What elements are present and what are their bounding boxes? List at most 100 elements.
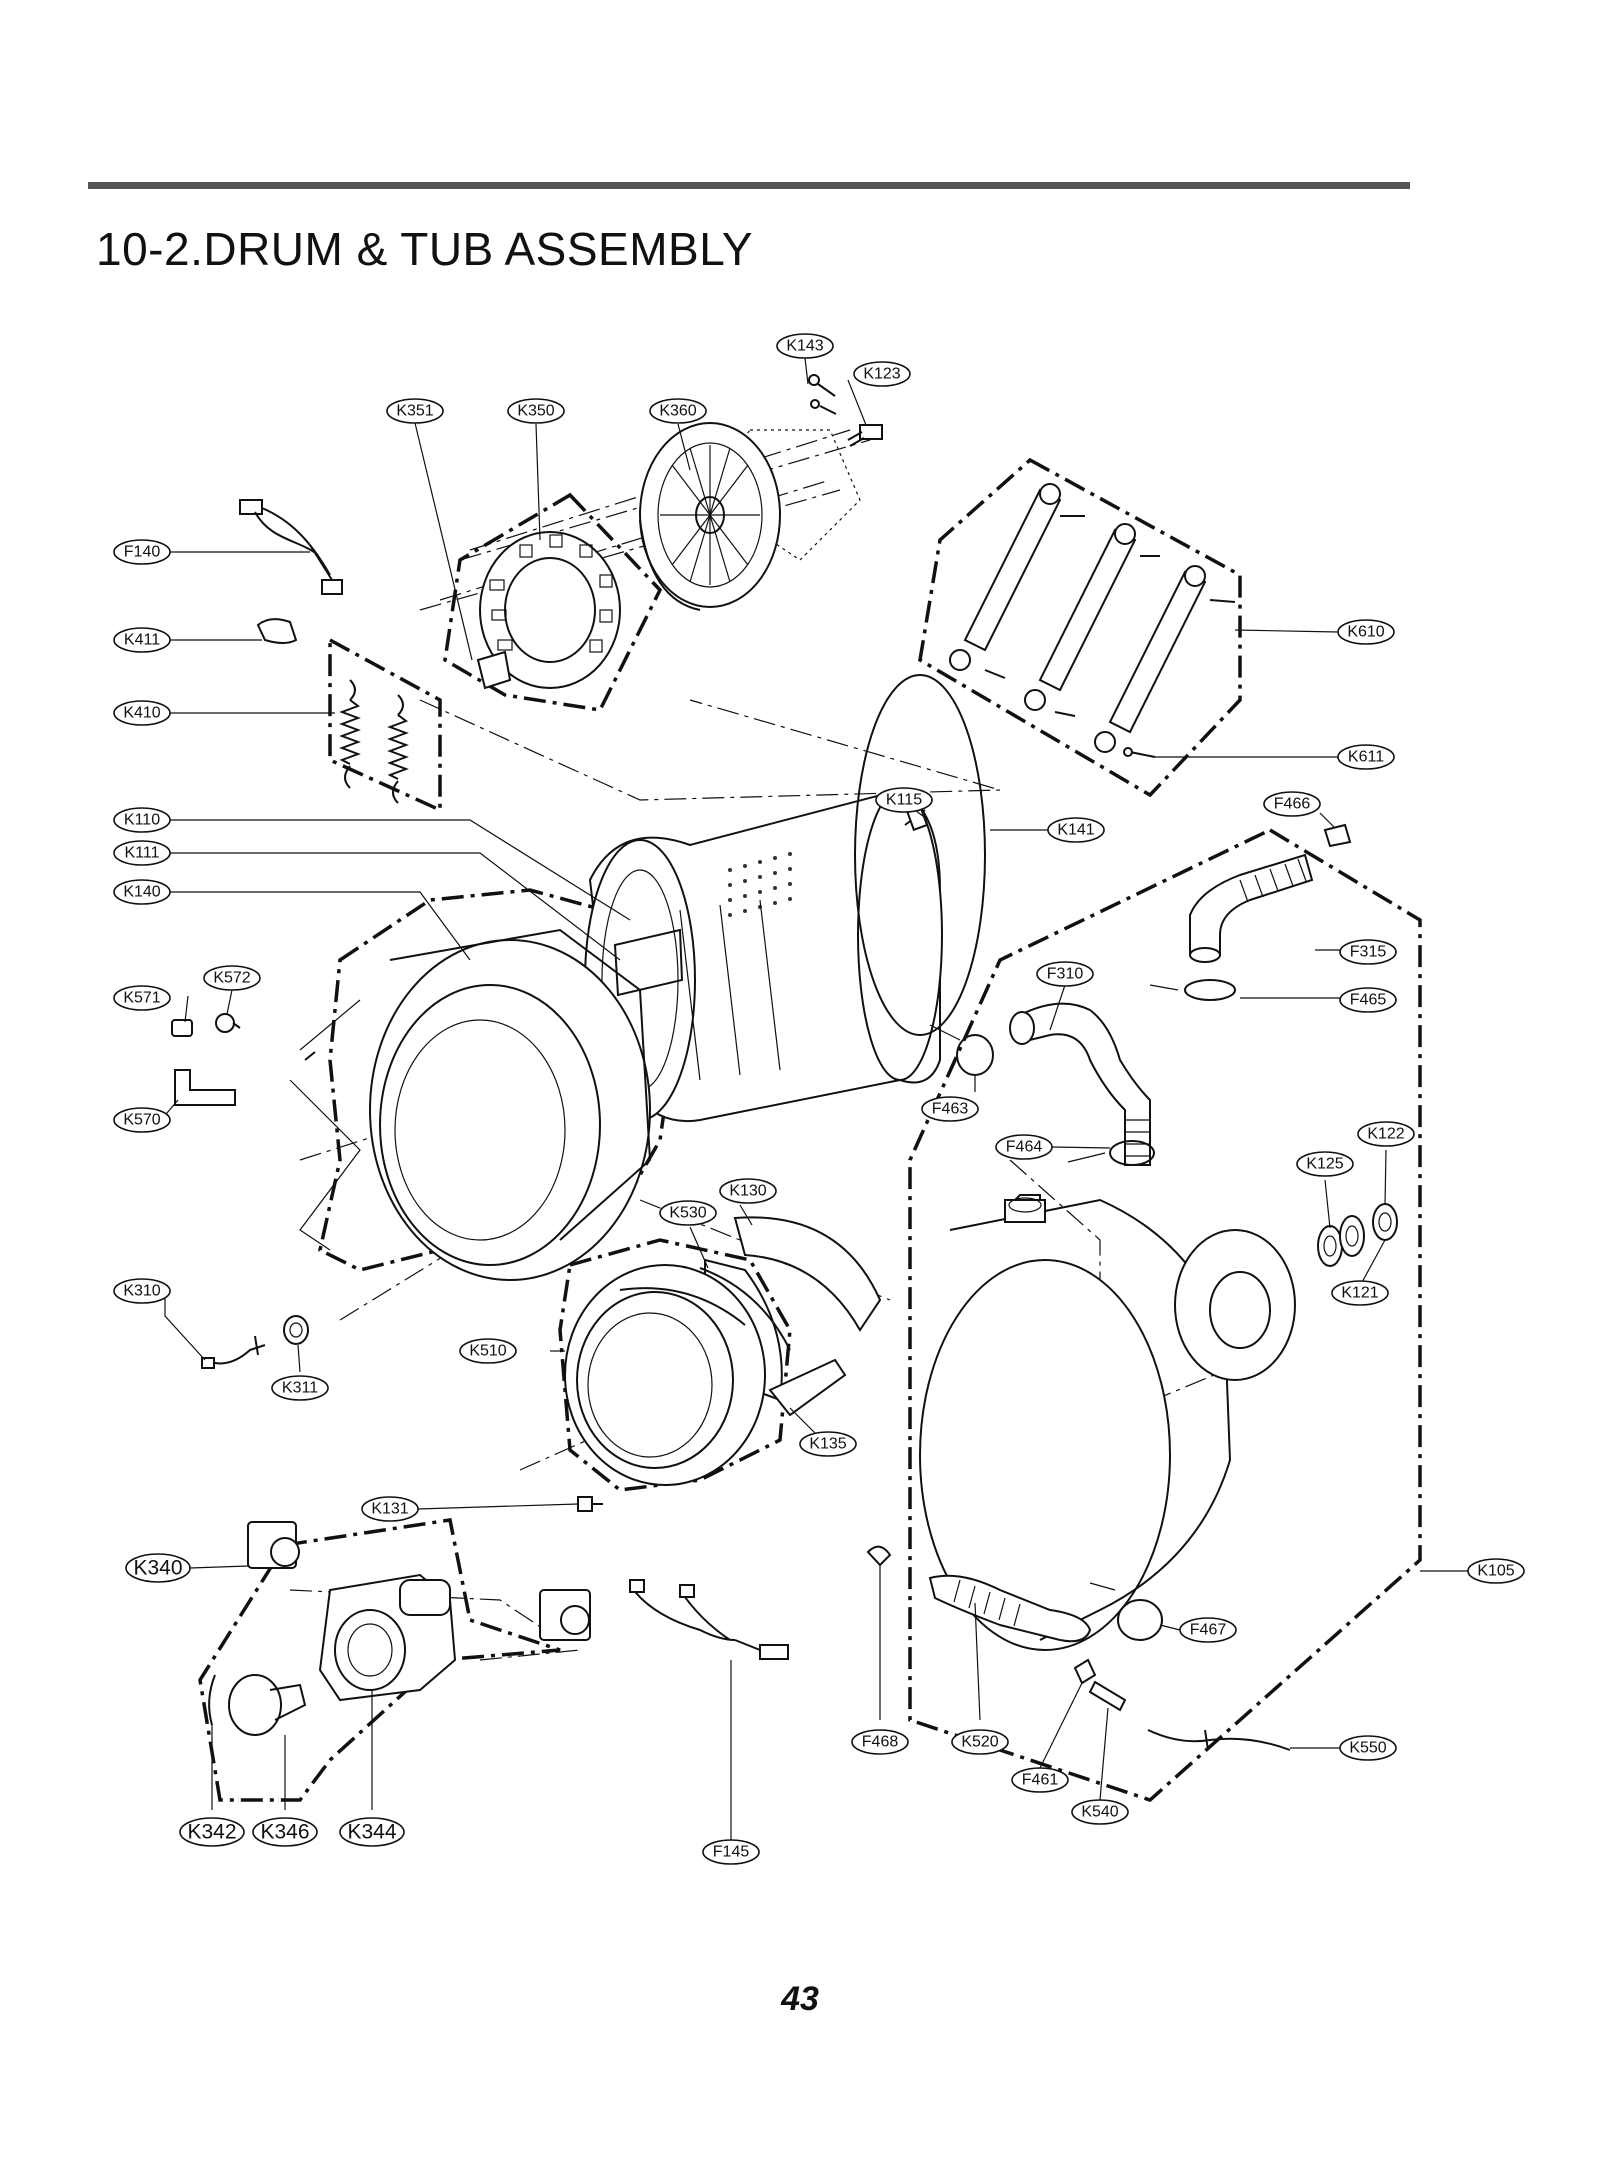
clip-f468 xyxy=(866,1545,892,1567)
svg-text:K143: K143 xyxy=(786,338,823,355)
svg-text:K340: K340 xyxy=(133,1557,182,1580)
label-k123: K123 xyxy=(853,361,911,387)
clamp-f467 xyxy=(1089,1582,1163,1641)
label-k121: K121 xyxy=(1331,1280,1389,1306)
balancer-k130 xyxy=(733,1216,882,1332)
clamp-f463 xyxy=(929,1024,994,1076)
label-k115: K115 xyxy=(875,787,933,813)
bearing-k125 xyxy=(1317,1225,1343,1267)
svg-text:K125: K125 xyxy=(1306,1156,1343,1173)
label-k125: K125 xyxy=(1296,1151,1354,1177)
svg-text:K115: K115 xyxy=(886,792,922,809)
clip-f466 xyxy=(1323,823,1352,848)
part-k540 xyxy=(1088,1680,1127,1712)
svg-text:F145: F145 xyxy=(713,1844,750,1861)
label-k570: K570 xyxy=(113,1107,171,1133)
svg-text:K105: K105 xyxy=(1477,1563,1514,1580)
pump-group-outline xyxy=(198,1518,561,1802)
screw-front xyxy=(304,1051,316,1061)
svg-text:F310: F310 xyxy=(1047,966,1084,983)
label-k571: K571 xyxy=(113,985,171,1011)
svg-text:K310: K310 xyxy=(123,1283,160,1300)
page-title: 10-2.DRUM & TUB ASSEMBLY xyxy=(96,223,754,275)
label-k572: K572 xyxy=(203,965,261,991)
harness-f140 xyxy=(239,499,343,595)
label-f310: F310 xyxy=(1036,961,1094,987)
hose-f315 xyxy=(1189,853,1314,963)
clip-k411 xyxy=(256,618,298,644)
svg-text:F461: F461 xyxy=(1022,1772,1059,1789)
svg-text:K360: K360 xyxy=(659,403,696,420)
label-k530: K530 xyxy=(659,1200,717,1226)
svg-text:K540: K540 xyxy=(1081,1804,1118,1821)
front-tub-k140 xyxy=(289,928,652,1281)
drum-k110 xyxy=(584,788,943,1123)
bearing-k121 xyxy=(1372,1203,1398,1241)
spring-k530 xyxy=(699,1267,791,1351)
hose-k520 xyxy=(928,1574,1092,1643)
svg-text:K135: K135 xyxy=(809,1436,846,1453)
svg-text:K411: K411 xyxy=(124,632,160,649)
label-k140: K140 xyxy=(113,879,171,905)
svg-text:K510: K510 xyxy=(469,1343,506,1360)
label-f315: F315 xyxy=(1339,939,1397,965)
label-k350: K350 xyxy=(507,398,565,424)
svg-text:K520: K520 xyxy=(961,1734,998,1751)
svg-text:K141: K141 xyxy=(1057,822,1094,839)
label-k346: K346 xyxy=(252,1817,318,1847)
label-k342: K342 xyxy=(179,1817,245,1847)
label-f464: F464 xyxy=(995,1134,1053,1160)
sensor-k310 xyxy=(201,1335,266,1369)
clamp-k572 xyxy=(215,1013,241,1033)
svg-text:F464: F464 xyxy=(1006,1139,1043,1156)
clamp-f464 xyxy=(1067,1140,1155,1166)
stator-k350 xyxy=(479,531,621,689)
balancer-lower xyxy=(768,1358,847,1417)
label-f467: F467 xyxy=(1179,1617,1237,1643)
label-k510: K510 xyxy=(459,1338,517,1364)
cap-k342 xyxy=(208,1674,216,1726)
pump-housing-k344 xyxy=(318,1573,457,1702)
clamp-f465 xyxy=(1149,979,1236,1001)
svg-text:F467: F467 xyxy=(1190,1622,1227,1639)
screw-k131 xyxy=(577,1496,603,1512)
svg-text:K122: K122 xyxy=(1367,1126,1404,1143)
label-k360: K360 xyxy=(649,398,707,424)
svg-text:F468: F468 xyxy=(862,1734,899,1751)
label-k351: K351 xyxy=(386,398,444,424)
rear-tub-k105 xyxy=(919,1194,1296,1651)
filter-k346 xyxy=(228,1674,307,1736)
rotor-k360 xyxy=(639,422,781,611)
svg-text:K342: K342 xyxy=(187,1821,236,1844)
hose-f310 xyxy=(1009,1002,1151,1166)
svg-text:F465: F465 xyxy=(1350,992,1387,1009)
pump-motor-k340 xyxy=(247,1521,300,1569)
label-k540: K540 xyxy=(1071,1799,1129,1825)
svg-text:K346: K346 xyxy=(260,1821,309,1844)
svg-text:K121: K121 xyxy=(1341,1285,1378,1302)
door-gasket-k510 xyxy=(564,1264,766,1486)
page-number: 43 xyxy=(781,1980,819,2018)
part-f461 xyxy=(1073,1658,1097,1685)
svg-text:K311: K311 xyxy=(282,1380,318,1397)
label-k122: K122 xyxy=(1357,1121,1415,1147)
svg-text:K351: K351 xyxy=(396,403,433,420)
svg-text:K570: K570 xyxy=(123,1112,160,1129)
label-k340: K340 xyxy=(125,1553,191,1583)
svg-text:K611: K611 xyxy=(1348,749,1384,766)
tub-seal-k141 xyxy=(854,674,986,1036)
bearing-k122 xyxy=(1339,1215,1365,1257)
bolt-k123 xyxy=(847,424,883,447)
svg-text:K111: K111 xyxy=(125,845,160,862)
label-k611: K611 xyxy=(1337,744,1395,770)
leader-lines xyxy=(160,357,1468,1840)
svg-text:K110: K110 xyxy=(124,812,160,829)
rear-tub-group-outline xyxy=(908,828,1422,1802)
damper-group-outline xyxy=(918,457,1242,798)
pump-motor-right xyxy=(539,1589,591,1641)
label-f466: F466 xyxy=(1263,791,1321,817)
svg-text:K130: K130 xyxy=(729,1183,766,1200)
hall-sensor-k351 xyxy=(476,650,512,690)
svg-text:K350: K350 xyxy=(517,403,554,420)
